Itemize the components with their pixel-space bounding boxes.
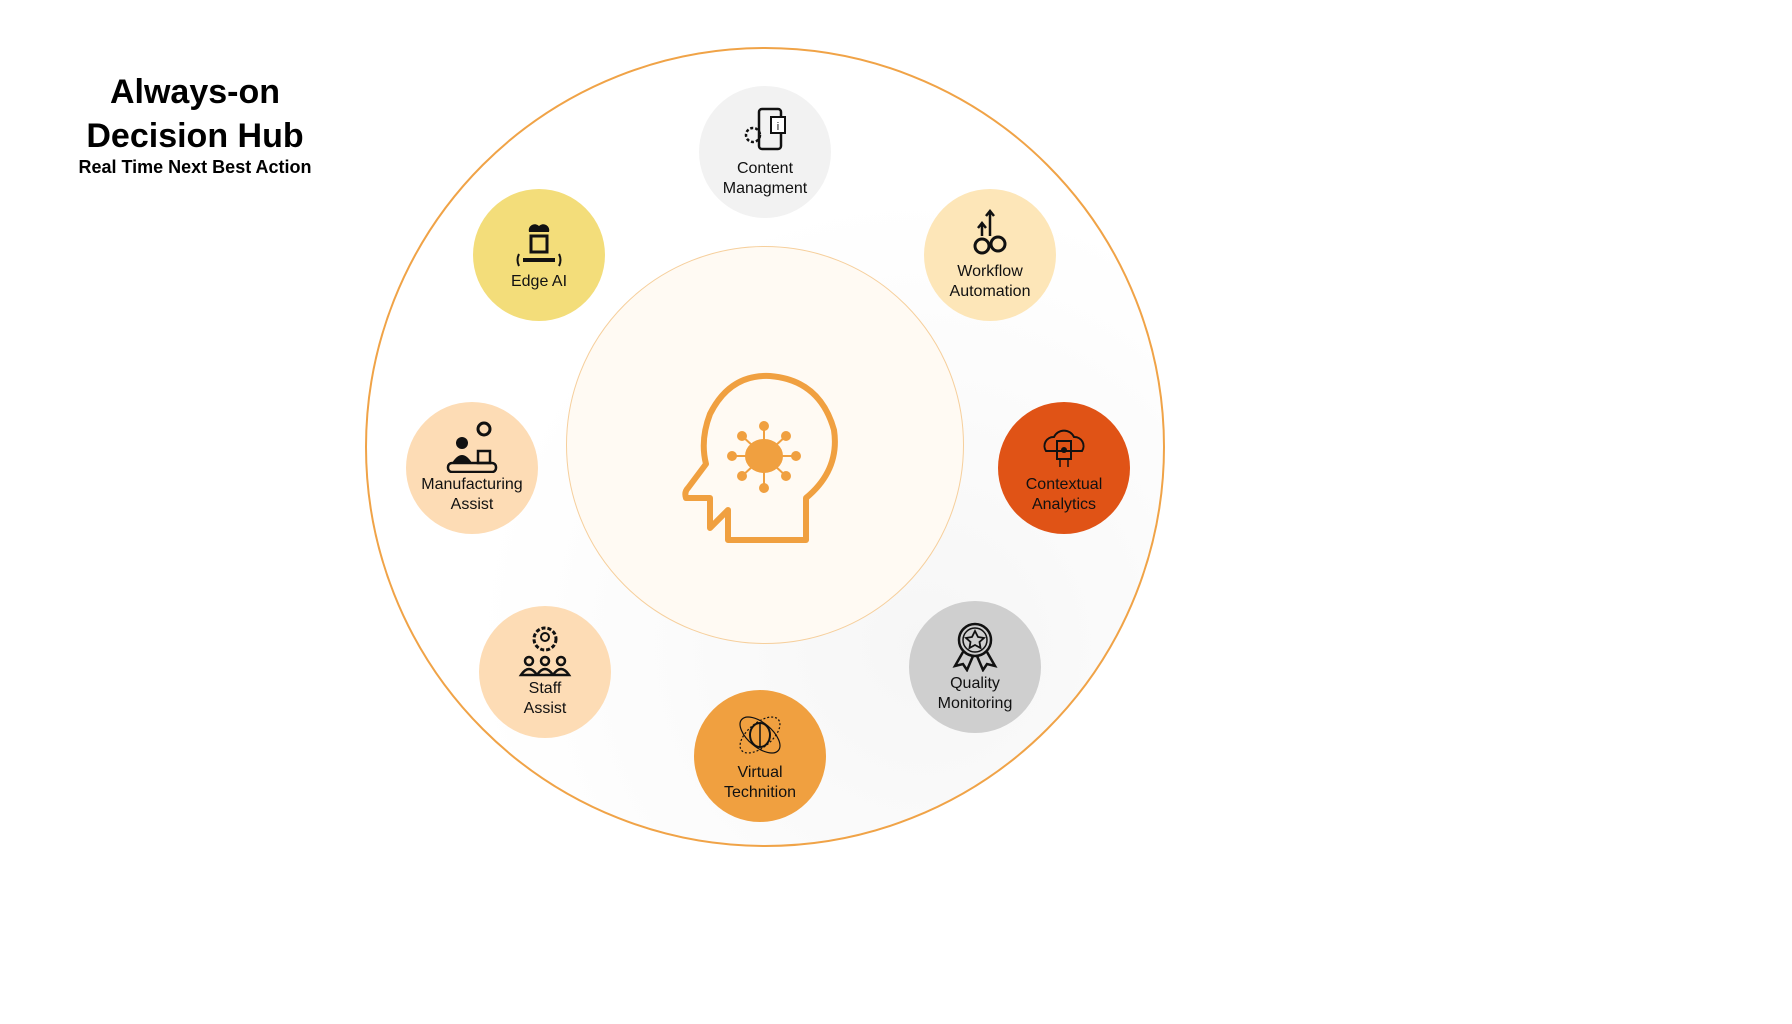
head-brain-network-icon xyxy=(682,372,838,543)
svg-text:i: i xyxy=(777,121,779,133)
node-label-line2: Analytics xyxy=(1031,496,1097,513)
node-label-line1: Workflow xyxy=(957,263,1023,280)
brain-orbit-icon xyxy=(739,716,781,754)
node-label-line2: Managment xyxy=(722,180,808,197)
gears-arrows-icon xyxy=(973,208,1007,255)
cloud-processor-icon xyxy=(1043,429,1085,467)
node-label-line1: Staff xyxy=(528,680,562,697)
node-label-line1: Quality xyxy=(950,675,1000,692)
cloud-chip-icon xyxy=(516,224,562,267)
node-label-line1: Content xyxy=(736,160,794,177)
node-label-line1: Virtual xyxy=(737,764,783,781)
title-line-2: Decision Hub xyxy=(86,117,304,155)
team-gear-icon xyxy=(518,626,572,677)
node-label-line2: Automation xyxy=(949,283,1031,300)
title-line-1: Always-on xyxy=(109,73,281,111)
node-label-line2: Technition xyxy=(723,784,797,801)
node-label-line2: Assist xyxy=(450,496,494,513)
node-label-line1: Contextual xyxy=(1025,476,1103,493)
award-badge-icon xyxy=(952,622,998,672)
worker-conveyor-icon xyxy=(446,421,498,473)
subtitle: Real Time Next Best Action xyxy=(78,157,312,177)
page-title: Always-on Decision Hub Real Time Next Be… xyxy=(40,70,350,178)
node-label-line1: Manufacturing xyxy=(421,476,523,493)
node-edge-ai: Edge AI xyxy=(473,189,605,321)
phone-gear-info-icon: i xyxy=(744,107,786,151)
node-label-line1: Edge AI xyxy=(510,273,568,290)
node-label-line2: Assist xyxy=(523,700,567,717)
node-label-line2: Monitoring xyxy=(937,695,1013,712)
node-label: Edge AI xyxy=(511,272,567,292)
